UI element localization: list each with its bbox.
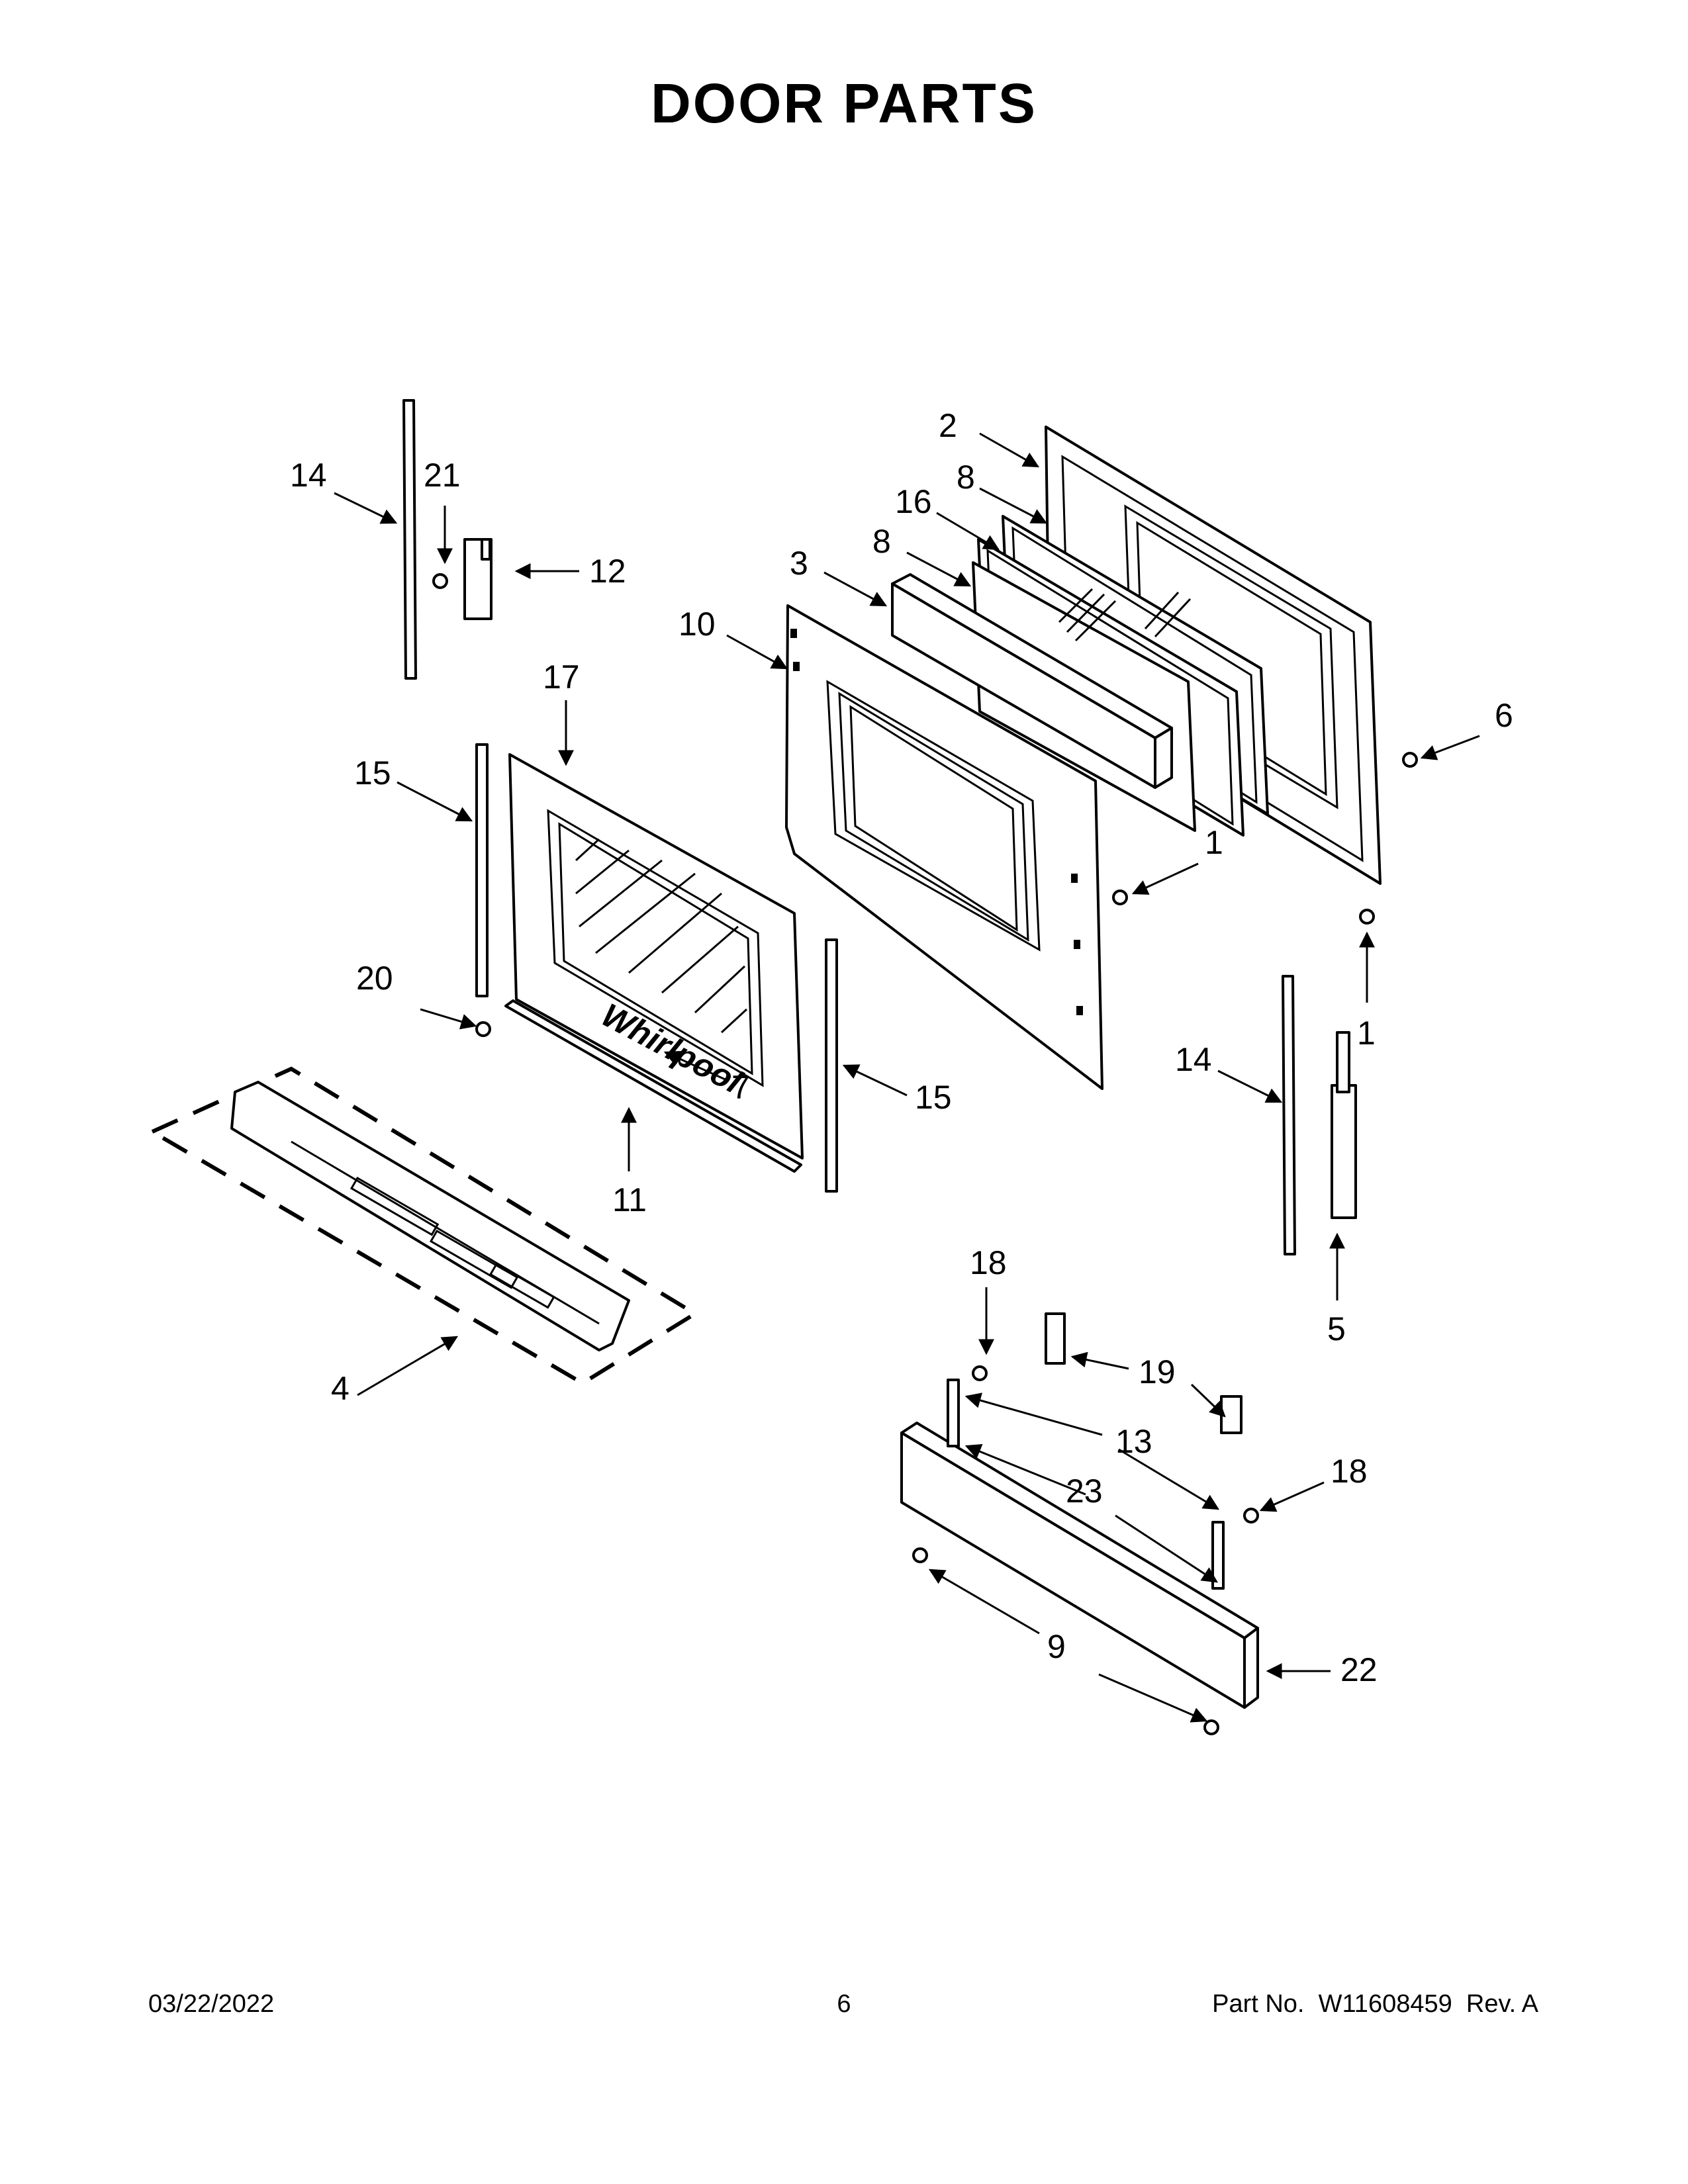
callout-1: 1 (1357, 1015, 1376, 1052)
callout-19: 19 (1139, 1353, 1176, 1390)
callout-5: 5 (1327, 1310, 1346, 1347)
drawer-front (900, 1312, 1259, 1709)
footer-date: 03/22/2022 (148, 1990, 275, 2018)
callout-21: 21 (424, 457, 461, 494)
screws (432, 573, 1418, 1735)
footer-page-number: 6 (837, 1990, 851, 2018)
footer-part-number: Part No. W11608459 Rev. A (1212, 1989, 1538, 2019)
bottom-trim (504, 999, 802, 1173)
callout-8: 8 (872, 523, 891, 560)
callout-22: 22 (1340, 1651, 1378, 1688)
callout-17: 17 (543, 659, 580, 696)
part-number: W11608459 (1318, 1990, 1452, 2018)
control-panel-handle (148, 1066, 699, 1386)
page-title: DOOR PARTS (651, 72, 1037, 134)
part-label: Part No. (1212, 1990, 1305, 2018)
callout-14: 14 (290, 457, 327, 494)
callout-6: 6 (1495, 697, 1513, 734)
callout-20: 20 (356, 960, 393, 997)
side-trims (475, 743, 838, 1193)
callout-labels: 14 21 12 2 8 16 8 3 10 17 15 6 1 1 20 7 … (290, 407, 1513, 1688)
leader-lines (334, 432, 1480, 1723)
callout-3: 3 (790, 545, 808, 582)
callout-18: 18 (970, 1244, 1007, 1281)
callout-1: 1 (1205, 824, 1223, 861)
callout-13: 13 (1115, 1423, 1152, 1460)
callout-12: 12 (589, 553, 626, 590)
inner-door-liner (785, 604, 1103, 1090)
hinge-channels (402, 399, 1357, 1255)
door-frame-window: Whirlpool (508, 753, 804, 1160)
revision: Rev. A (1466, 1990, 1538, 2018)
callout-11: 11 (612, 1181, 647, 1218)
callout-2: 2 (939, 407, 957, 444)
callout-23: 23 (1066, 1473, 1103, 1510)
callout-7: 7 (731, 1069, 750, 1106)
callout-16: 16 (895, 483, 932, 520)
callout-8: 8 (957, 459, 975, 496)
callout-15: 15 (915, 1079, 952, 1116)
door-insulation (891, 573, 1173, 789)
callout-15: 15 (354, 754, 391, 792)
callout-10: 10 (679, 606, 716, 643)
callout-4: 4 (331, 1370, 350, 1407)
callout-9: 9 (1047, 1628, 1066, 1665)
callout-14: 14 (1175, 1041, 1212, 1078)
callout-18: 18 (1331, 1453, 1368, 1490)
